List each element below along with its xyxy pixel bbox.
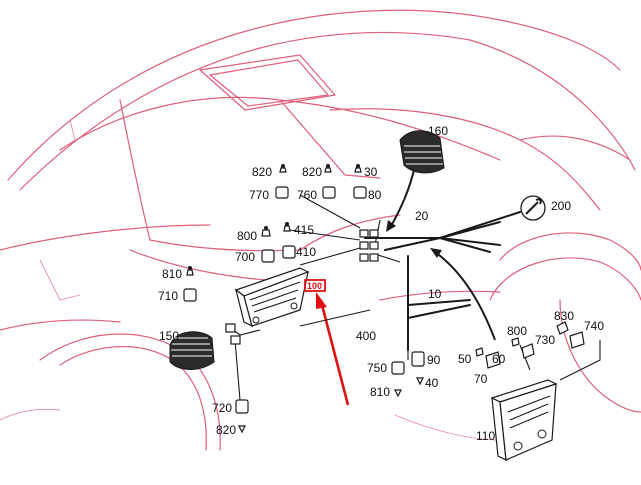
part-200-wrench-icon bbox=[520, 195, 546, 221]
callout-800-b: 800 bbox=[507, 324, 527, 338]
callout-820-c: 820 bbox=[216, 423, 236, 437]
callout-80: 80 bbox=[368, 188, 382, 202]
callout-700: 700 bbox=[235, 250, 255, 264]
callout-150: 150 bbox=[159, 329, 179, 343]
callout-10: 10 bbox=[428, 287, 442, 301]
callout-100: 100 bbox=[307, 281, 322, 291]
callout-720: 720 bbox=[212, 401, 232, 415]
harness-connectors bbox=[359, 229, 379, 262]
callout-820-b: 820 bbox=[302, 165, 322, 179]
part-150-boot bbox=[169, 323, 241, 370]
callout-410: 410 bbox=[296, 245, 316, 259]
callout-770: 770 bbox=[249, 188, 269, 202]
callout-730: 730 bbox=[535, 333, 555, 347]
callout-160: 160 bbox=[428, 124, 448, 138]
callout-60: 60 bbox=[492, 352, 506, 366]
module-left bbox=[234, 267, 310, 328]
callout-40: 40 bbox=[425, 376, 439, 390]
callout-760: 760 bbox=[297, 188, 317, 202]
callout-820-a: 820 bbox=[252, 165, 272, 179]
callout-70: 70 bbox=[474, 372, 488, 386]
module-right-110 bbox=[490, 379, 558, 462]
callout-830: 830 bbox=[554, 309, 574, 323]
connector-icons bbox=[183, 164, 585, 434]
callout-90: 90 bbox=[427, 353, 441, 367]
leader-arrows bbox=[386, 164, 496, 341]
callout-400: 400 bbox=[356, 329, 376, 343]
callout-750: 750 bbox=[367, 361, 387, 375]
callout-800-a: 800 bbox=[237, 229, 257, 243]
part-160-boot bbox=[399, 130, 445, 174]
callout-200: 200 bbox=[551, 199, 571, 213]
callout-810-a: 810 bbox=[162, 267, 182, 281]
callout-415: 415 bbox=[294, 223, 314, 237]
callout-740: 740 bbox=[584, 319, 604, 333]
callout-710: 710 bbox=[158, 289, 178, 303]
callout-110: 110 bbox=[476, 429, 495, 443]
callout-20: 20 bbox=[415, 209, 429, 223]
callout-30: 30 bbox=[364, 165, 378, 179]
highlight-arrow bbox=[316, 292, 350, 406]
callout-50: 50 bbox=[458, 352, 472, 366]
part-100-highlight: 100 bbox=[304, 279, 326, 292]
callout-labels: 160 200 20 10 820 820 30 770 760 80 800 … bbox=[158, 124, 604, 443]
wiring-harness bbox=[227, 194, 601, 401]
callout-810-b: 810 bbox=[370, 385, 390, 399]
